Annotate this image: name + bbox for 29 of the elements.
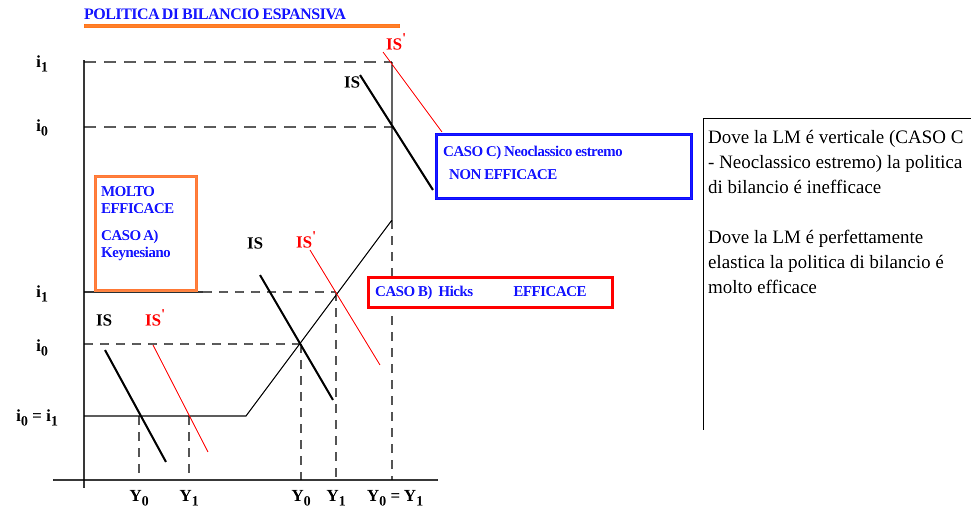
curve-label: IS$^{'}$ <box>296 230 316 250</box>
curve-label: IS$^{'}$ <box>145 308 165 328</box>
axis-label: i$_{1}$ <box>36 53 48 75</box>
axis-label: i$_{0}$ = i$_{1}$ <box>16 407 58 429</box>
title: POLITICA DI BILANCIO ESPANSIVA <box>84 6 346 24</box>
case-text: CASO B) Hicks <box>375 284 473 301</box>
axis-label: i$_{0}$ <box>36 117 48 139</box>
axis-label: Y$_{1}$ <box>179 487 199 509</box>
curve-label: IS <box>246 234 264 252</box>
axis-label: i$_{0}$ <box>36 337 48 359</box>
curve-label: IS$^{'}$ <box>386 32 406 52</box>
note-paragraph: Dove la LM é verticale (CASO C - Neoclassico estremo) la politica di bilancio é inefficace <box>708 126 964 200</box>
axis-label: Y$_{0}$ = Y$_{1}$ <box>366 487 424 509</box>
case-text: NON EFFICACE <box>448 167 558 184</box>
text-panel <box>703 118 971 430</box>
case-text: CASO A) Keynesiano <box>101 228 172 262</box>
axis-label: i$_{1}$ <box>36 283 48 305</box>
axis-label: Y$_{0}$ <box>291 487 311 509</box>
axis-label: Y$_{1}$ <box>326 487 346 509</box>
case-box <box>435 133 693 200</box>
case-box <box>94 175 198 292</box>
case-text: CASO C) Neoclassico estremo <box>443 144 624 161</box>
case-box <box>367 276 614 309</box>
note-paragraph: Dove la LM é perfettamente elastica la politica di bilancio é molto efficace <box>708 226 945 300</box>
case-text: MOLTO EFFICACE <box>101 184 175 218</box>
axis-label: Y$_{0}$ <box>129 487 149 509</box>
curve-label: IS <box>344 74 360 90</box>
curve-label: IS <box>96 312 112 328</box>
case-text: EFFICACE <box>513 284 586 301</box>
